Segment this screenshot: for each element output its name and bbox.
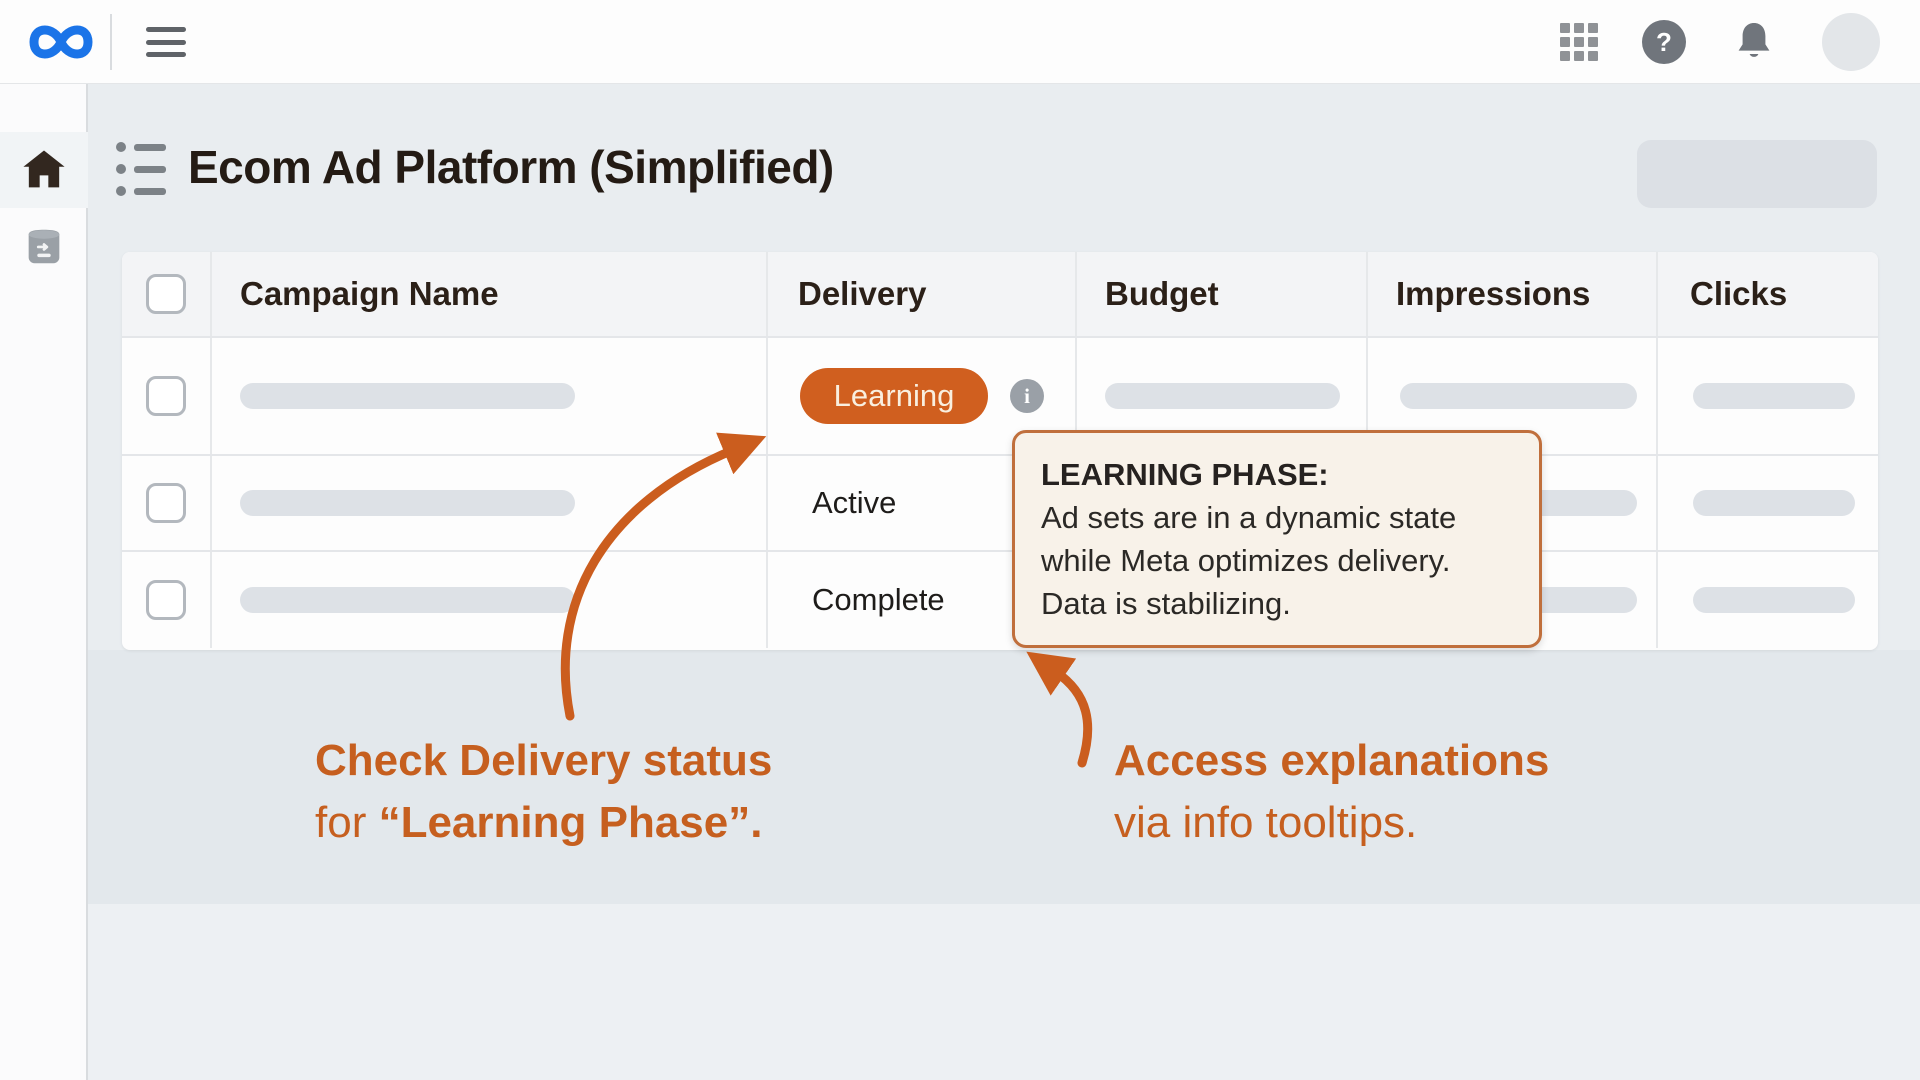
campaigns-box-icon — [28, 229, 60, 264]
row-checkbox[interactable] — [146, 483, 186, 523]
sidebar — [0, 84, 88, 1080]
avatar[interactable] — [1822, 13, 1880, 71]
tooltip-line: while Meta optimizes delivery. — [1041, 543, 1451, 578]
table-row: Complete — [122, 552, 1878, 648]
budget-placeholder — [1105, 383, 1340, 409]
delivery-status-complete: Complete — [812, 582, 945, 617]
annotation-access-explanations: Access explanations via info tooltips. — [1114, 736, 1550, 847]
row-checkbox[interactable] — [146, 376, 186, 416]
learning-phase-tooltip: LEARNING PHASE: Ad sets are in a dynamic… — [1012, 430, 1542, 648]
home-icon — [23, 150, 65, 188]
main-content: Ecom Ad Platform (Simplified) Campaign N… — [88, 84, 1920, 1080]
clicks-placeholder — [1693, 490, 1855, 516]
page-header: Ecom Ad Platform (Simplified) — [88, 84, 1920, 214]
column-header-delivery: Delivery — [768, 252, 1077, 336]
clicks-placeholder — [1693, 383, 1855, 409]
column-header-impressions: Impressions — [1368, 252, 1658, 336]
campaign-name-placeholder — [240, 383, 575, 409]
help-icon[interactable]: ? — [1642, 20, 1686, 64]
topbar-divider — [110, 14, 112, 70]
select-all-checkbox[interactable] — [146, 274, 186, 314]
sidebar-item-home[interactable] — [0, 132, 88, 208]
topbar: ? — [0, 0, 1920, 84]
meta-logo-icon[interactable] — [18, 14, 104, 70]
topbar-actions: ? — [1560, 0, 1880, 84]
notifications-bell-icon[interactable] — [1730, 18, 1778, 66]
annotation-check-delivery: Check Delivery status for “Learning Phas… — [315, 736, 773, 847]
table-header-row: Campaign Name Delivery Budget Impression… — [122, 252, 1878, 338]
delivery-status-badge-learning: Learning — [800, 368, 988, 424]
campaign-list-icon — [116, 142, 168, 196]
clicks-placeholder — [1693, 587, 1855, 613]
campaign-name-placeholder — [240, 490, 575, 516]
sidebar-item-campaigns[interactable] — [0, 208, 88, 284]
delivery-status-active: Active — [812, 485, 897, 520]
header-placeholder-button[interactable] — [1637, 140, 1877, 208]
column-header-campaign-name: Campaign Name — [212, 252, 768, 336]
page-title: Ecom Ad Platform (Simplified) — [188, 141, 834, 193]
row-checkbox[interactable] — [146, 580, 186, 620]
table-row: Learning i — [122, 338, 1878, 456]
info-tooltip-icon[interactable]: i — [1010, 379, 1044, 413]
arrow-to-tooltip — [1026, 651, 1093, 768]
column-header-budget: Budget — [1077, 252, 1368, 336]
campaigns-table: Campaign Name Delivery Budget Impression… — [122, 252, 1878, 650]
tooltip-line: Ad sets are in a dynamic state — [1041, 500, 1457, 535]
campaign-name-placeholder — [240, 587, 575, 613]
impressions-placeholder — [1400, 383, 1637, 409]
tooltip-title: LEARNING PHASE: — [1041, 457, 1329, 492]
column-header-clicks: Clicks — [1690, 275, 1788, 312]
apps-grid-icon[interactable] — [1560, 23, 1598, 61]
menu-icon[interactable] — [146, 24, 188, 60]
tooltip-line: Data is stabilizing. — [1041, 586, 1291, 621]
table-row: Active — [122, 456, 1878, 552]
